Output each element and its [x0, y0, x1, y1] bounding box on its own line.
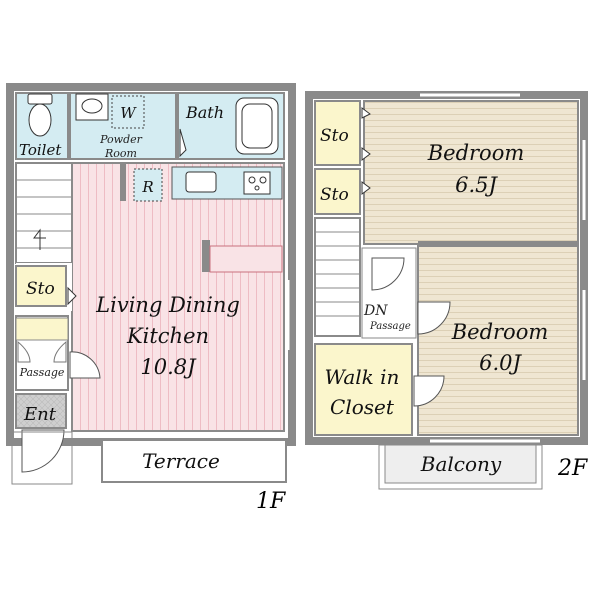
- bedroom-2-size-label: 6.0J: [479, 351, 522, 375]
- storage-1f-door-icon: [67, 286, 77, 306]
- entrance-label: Ent: [23, 404, 57, 425]
- stairs-down-label: DN: [363, 303, 388, 319]
- stairs-2f: [314, 217, 361, 337]
- washer-label: W: [120, 104, 137, 122]
- floor-2: Bedroom 6.5J Bedroom 6.0J Sto Sto DN: [305, 91, 588, 490]
- toilet-icon: [27, 93, 53, 137]
- storage-2f-lower-label: Sto: [320, 185, 349, 205]
- entrance-door-icon: [21, 429, 65, 473]
- sink-icon: [75, 93, 109, 121]
- powder-room-label-line1: Powder: [99, 133, 143, 146]
- terrace: [101, 439, 287, 483]
- terrace-label: Terrace: [142, 449, 220, 473]
- floor-2-label: 2F: [557, 456, 588, 481]
- peninsula-counter: [209, 245, 283, 273]
- stove-icon: [243, 171, 271, 195]
- bedroom-2-door-icon: [417, 301, 451, 335]
- storage-1f-label: Sto: [26, 279, 55, 299]
- storage-2f-lower-door-icon: [361, 181, 371, 195]
- stairs-1f: [15, 162, 75, 264]
- bathtub-icon: [235, 97, 279, 155]
- passage-2f-door-icon: [371, 257, 405, 291]
- bath-door-icon: [179, 128, 187, 158]
- porch-outline: [11, 431, 73, 485]
- floor-1-label: 1F: [256, 489, 286, 514]
- bedroom-1-label: Bedroom: [427, 141, 525, 165]
- kitchen-partition: [120, 163, 126, 201]
- folding-door-icon: [17, 340, 67, 363]
- walk-in-closet: [314, 343, 413, 436]
- peninsula-wall: [202, 240, 210, 272]
- balcony: [384, 444, 537, 484]
- storage-2f-lower: [314, 168, 361, 215]
- ldk-label-line2: Kitchen: [126, 324, 209, 348]
- ldk-label-line1: Living Dining: [95, 293, 240, 317]
- bedroom-2-label: Bedroom: [451, 320, 549, 344]
- floor-1: Toilet W Powder Room Bath UP: [6, 83, 296, 514]
- ldk-door-icon: [69, 351, 101, 379]
- storage-2f-upper: [314, 100, 361, 166]
- walk-in-closet-label-line1: Walk in: [325, 365, 400, 389]
- bath-label: Bath: [185, 103, 224, 122]
- entrance: [15, 393, 67, 429]
- powder-room-label-line2: Room: [104, 147, 137, 160]
- bedroom-2: [417, 243, 579, 436]
- refrigerator-space: [133, 168, 163, 202]
- passage-1f-label: Passage: [19, 366, 65, 379]
- walk-in-closet-door-icon: [413, 375, 445, 407]
- toilet-label: Toilet: [19, 141, 62, 159]
- passage-2f-label: Passage: [369, 321, 411, 332]
- ldk-size-label: 10.8J: [140, 355, 197, 379]
- living-dining-kitchen: [71, 162, 285, 432]
- balcony-label: Balcony: [420, 452, 502, 476]
- storage-2f-upper-label: Sto: [320, 126, 349, 146]
- refrigerator-label: R: [141, 178, 153, 196]
- shoe-cabinet: [15, 317, 69, 341]
- storage-1f: [15, 265, 67, 307]
- storage-2f-upper-door-icon: [361, 107, 371, 161]
- kitchen-sink-icon: [185, 171, 217, 193]
- bedroom-1-size-label: 6.5J: [455, 173, 498, 197]
- walk-in-closet-label-line2: Closet: [330, 395, 395, 419]
- bedroom-1: [363, 100, 579, 245]
- washer-space: [111, 95, 145, 129]
